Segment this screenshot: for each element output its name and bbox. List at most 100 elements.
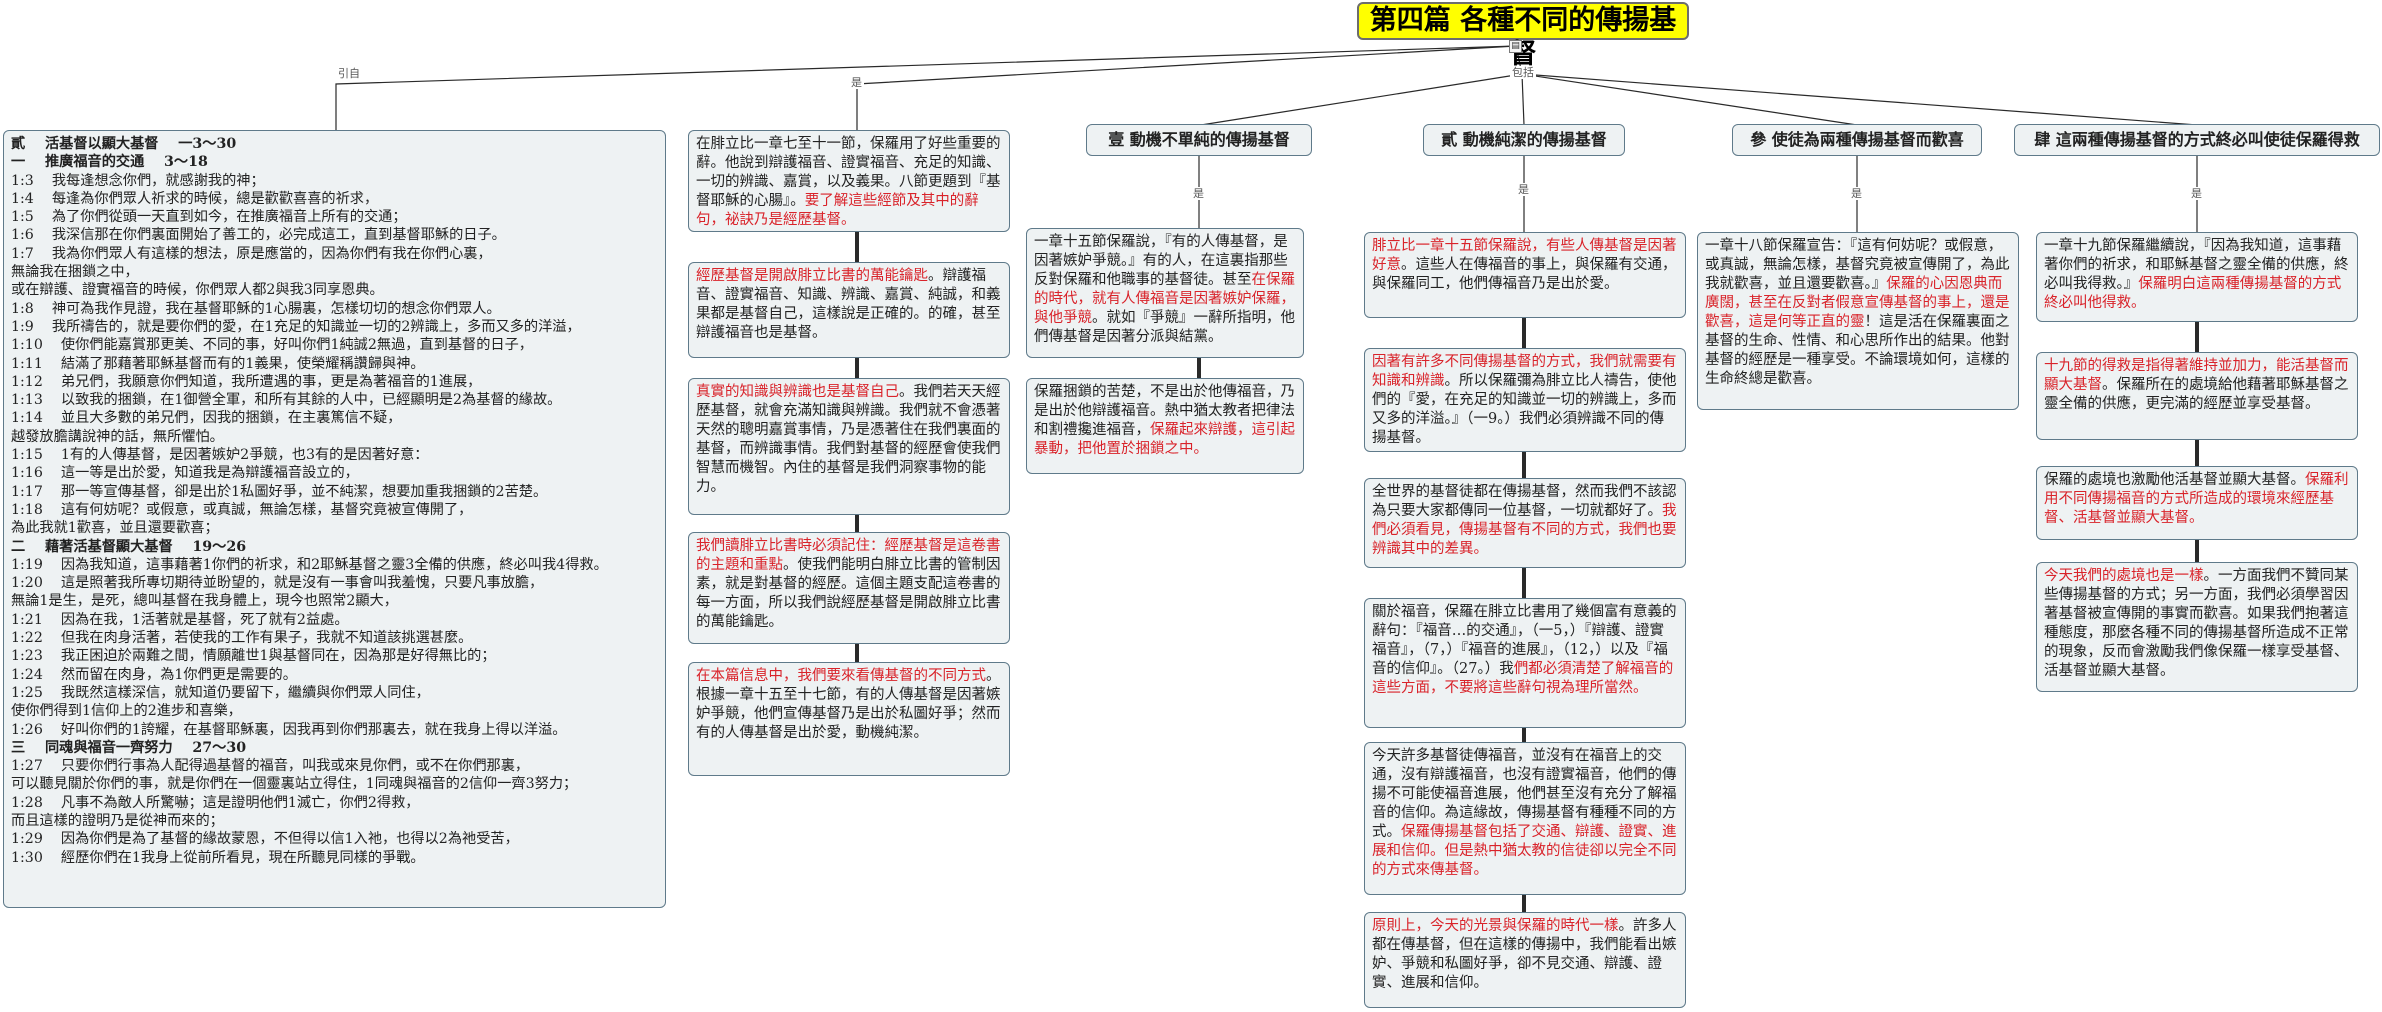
- note-text: 一章十五節保羅說，『有的人傳基督，是因著嫉妒爭競。』有的人，在這裏指那些反對保羅…: [1034, 234, 1288, 288]
- topic1-note[interactable]: 保羅捆鎖的苦楚，不是出於他傳福音，乃是出於他辯護福音。熱中猶太教者把律法和割禮攙…: [1026, 378, 1304, 474]
- scripture-line: 1:16 這一等是出於愛，知道我是為辯護福音設立的，: [11, 465, 359, 482]
- link-root-intro: [856, 45, 1517, 130]
- highlight-text: 在本篇信息中，我們要來看傳基督的不同方式: [696, 668, 986, 684]
- note-text: 保羅捆鎖的苦楚，不是出於他傳福音，乃是出於他辯護福音。熱中猶太教者把律法和割禮攙…: [1034, 384, 1295, 438]
- scripture-line: 1:18 這有何妨呢？或假意，或真誠，無論怎樣，基督究竟被宣傳開了，: [11, 501, 473, 518]
- label-shi-t2: 是: [1516, 183, 1531, 196]
- scripture-line: 貳 活基督以顯大基督 一3～30: [11, 136, 237, 152]
- scripture-line: 一 推廣福音的交通 3～18: [11, 154, 208, 171]
- highlight-text: 經歷基督是開啟腓立比書的萬能鑰匙: [696, 268, 928, 284]
- label-shi-intro: 是: [849, 76, 864, 89]
- highlight-text: 保羅的心因恩典而廣闊，甚至在反對者假意宣傳基督的事上，還是歡喜，這是何等正直的靈: [1705, 276, 2010, 330]
- notes-icon[interactable]: ▤: [1509, 40, 1522, 53]
- topic-3[interactable]: 參 使徒為兩種傳揚基督而歡喜: [1732, 124, 1982, 156]
- note-text: 。我們若天天經歷基督，就會充滿知識與辨識。我們就不會憑著天然的聰明嘉賞事情，乃是…: [696, 384, 1001, 495]
- topic-1[interactable]: 壹 動機不單純的傳揚基督: [1086, 124, 1312, 156]
- scripture-line: 1:11 結滿了那藉著耶穌基督而有的1義果，使榮耀稱讚歸與神。: [11, 355, 425, 372]
- scripture-line: 而且這樣的證明乃是從神而來的；: [11, 812, 224, 829]
- topic2-note[interactable]: 全世界的基督徒都在傳揚基督，然而我們不該認為只要大家都傳同一位基督，一切就都好了…: [1364, 478, 1686, 568]
- note-text: 。就如『爭競』一辭所指明，他們傳基督是因著分派與結黨。: [1034, 310, 1295, 345]
- intro-note[interactable]: 在本篇信息中，我們要來看傳基督的不同方式。根據一章十五至十七節，有的人傳基督是因…: [688, 662, 1010, 776]
- scripture-line: 無論我在捆鎖之中，: [11, 264, 139, 281]
- topic4-note[interactable]: 十九節的得救是指得著維持並加力，能活基督而顯大基督。保羅所在的處境給他藉著耶穌基…: [2036, 352, 2358, 440]
- topic1-note[interactable]: 一章十五節保羅說，『有的人傳基督，是因著嫉妒爭競。』有的人，在這裏指那些反對保羅…: [1026, 228, 1304, 358]
- label-shi-t4: 是: [2189, 187, 2204, 200]
- topic4-note[interactable]: 保羅的處境也激勵他活基督並顯大基督。保羅利用不同傳揚福音的方式所造成的環境來經歷…: [2036, 466, 2358, 540]
- scripture-line: 無論1是生，是死，總叫基督在我身體上，現今也照常2顯大，: [11, 593, 398, 610]
- scripture-line: 1:13 以致我的捆鎖，在1御營全軍，和所有其餘的人中，已經顯明是2為基督的緣故…: [11, 392, 562, 409]
- scripture-line: 1:21 因為在我，1活著就是基督，死了就有2益處。: [11, 611, 349, 628]
- link-root-scripture: [335, 45, 1517, 130]
- note-text: 。辯護福音、證實福音、知識、辨識、嘉賞、純誠，和義果都是基督自己，這樣說是正確的…: [696, 268, 1001, 341]
- scripture-line: 1:8 神可為我作見證，我在基督耶穌的1心腸裏，怎樣切切的想念你們眾人。: [11, 300, 501, 317]
- highlight-text: 真實的知識與辨識也是基督自己: [696, 384, 899, 400]
- scripture-line: 1:28 凡事不為敵人所驚嚇；這是證明他們1滅亡，你們2得救，: [11, 794, 420, 811]
- label-shi-t1: 是: [1191, 187, 1206, 200]
- label-shi-t3: 是: [1849, 187, 1864, 200]
- highlight-text: 保羅起來辯護，這引起暴動，把他置於捆鎖之中。: [1034, 422, 1295, 457]
- topic2-note[interactable]: 今天許多基督徒傳福音，並沒有在福音上的交通，沒有辯護福音，也沒有證實福音，他們的…: [1364, 742, 1686, 895]
- topic-4[interactable]: 肆 這兩種傳揚基督的方式終必叫使徒保羅得救: [2014, 124, 2380, 156]
- highlight-text: 在保羅的時代，就有人傳福音是因著嫉妒保羅，與他爭競: [1034, 272, 1295, 326]
- scripture-line: 1:3 我每逢想念你們，就感謝我的神；: [11, 172, 265, 189]
- intro-note[interactable]: 經歷基督是開啟腓立比書的萬能鑰匙。辯護福音、證實福音、知識、辨識、嘉賞、純誠，和…: [688, 262, 1010, 358]
- topic2-note[interactable]: 因著有許多不同傳揚基督的方式，我們就需要有知識和辨識。所以保羅彌為腓立比人禱告，…: [1364, 348, 1686, 452]
- scripture-line: 為此我就1歡喜，並且還要歡喜；: [11, 520, 219, 537]
- highlight-text: 我們讀腓立比書時必須記住：經歷基督是這卷書的主題和重點: [696, 538, 1001, 573]
- scripture-line: 1:25 我既然這樣深信，就知道仍要留下，繼續與你們眾人同住，: [11, 684, 430, 701]
- intro-note[interactable]: 真實的知識與辨識也是基督自己。我們若天天經歷基督，就會充滿知識與辨識。我們就不會…: [688, 378, 1010, 515]
- note-text: ！這是活在保羅裏面之基督的生命、性情、和心思所作出的結果。他對基督的經歷是一種享…: [1705, 314, 2010, 387]
- topic3-note[interactable]: 一章十八節保羅宣告：『這有何妨呢？或假意，或真誠，無論怎樣，基督究竟被宣傳開了，…: [1697, 232, 2019, 410]
- scripture-line: 1:6 我深信那在你們裏面開始了善工的，必完成這工，直到基督耶穌的日子。: [11, 227, 506, 244]
- scripture-line: 1:10 使你們能嘉賞那更美、不同的事，好叫你們1純誠2無過，直到基督的日子，: [11, 337, 533, 354]
- topic4-note[interactable]: 今天我們的處境也是一樣。一方面我們不贊同某些傳揚基督的方式；另一方面，我們必須學…: [2036, 562, 2358, 692]
- scripture-line: 1:12 弟兄們，我願意你們知道，我所遭遇的事，更是為著福音的1進展，: [11, 373, 482, 390]
- highlight-text: 們都必須清楚了解福音的這些方面，不要將這些辭句視為理所當然。: [1372, 661, 1674, 696]
- note-text: 在腓立比一章七至十一節，保羅用了好些重要的辭。他說到辯護福音、證實福音、充足的知…: [696, 136, 1001, 209]
- note-text: 。這些人在傳福音的事上，與保羅有交通，與保羅同工，他們傳福音乃是出於愛。: [1372, 257, 1677, 292]
- scripture-line: 1:15 1有的人傳基督，是因著嫉妒2爭競，也3有的是因著好意：: [11, 447, 429, 464]
- topic2-note[interactable]: 腓立比一章十五節保羅說，有些人傳基督是因著好意。這些人在傳福音的事上，與保羅有交…: [1364, 232, 1686, 318]
- scripture-line: 1:20 這是照著我所專切期待並盼望的，就是沒有一事會叫我羞愧，只要凡事放膽，: [11, 575, 544, 592]
- scripture-line: 1:19 因為我知道，這事藉著1你們的祈求，和2耶穌基督之靈3全備的供應，終必叫…: [11, 556, 608, 573]
- scripture-line: 1:29 因為你們是為了基督的緣故蒙恩，不但得以信1入祂，也得以2為祂受苦，: [11, 831, 519, 848]
- note-text: 關於福音，保羅在腓立比書用了幾個富有意義的辭句：『福音…的交通』，（一5，）『辯…: [1372, 604, 1677, 677]
- scripture-line: 1:7 我為你們眾人有這樣的想法，原是應當的，因為你們有我在你們心裏，: [11, 245, 492, 262]
- note-text: 。一方面我們不贊同某些傳揚基督的方式；另一方面，我們必須學習因著基督被宣傳開的事…: [2044, 568, 2349, 679]
- note-text: 。使我們能明白腓立比書的管制因素，就是對基督的經歷。這個主題支配這卷書的每一方面…: [696, 557, 1001, 630]
- highlight-text: 因著有許多不同傳揚基督的方式，我們就需要有知識和辨識: [1372, 354, 1677, 389]
- scripture-line: 或在辯護、證實福音的時候，你們眾人都2與我3同享恩典。: [11, 282, 384, 299]
- scripture-line: 越發放膽講說神的話，無所懼怕。: [11, 428, 224, 445]
- root-topic[interactable]: 第四篇 各種不同的傳揚基督: [1357, 2, 1689, 70]
- highlight-text: 十九節的得救是指得著維持並加力，能活基督而顯大基督: [2044, 358, 2349, 393]
- topic-2[interactable]: 貳 動機純潔的傳揚基督: [1423, 124, 1625, 156]
- label-yinde: 引自: [336, 67, 362, 80]
- scripture-line: 1:26 好叫你們的1誇耀，在基督耶穌裏，因我再到你們那裏去，就在我身上得以洋溢…: [11, 721, 567, 738]
- note-text: 。保羅所在的處境給他藉著耶穌基督之靈全備的供應，更完滿的經歷並享受基督。: [2044, 377, 2349, 412]
- intro-note[interactable]: 我們讀腓立比書時必須記住：經歷基督是這卷書的主題和重點。使我們能明白腓立比書的管…: [688, 532, 1010, 644]
- topic2-note[interactable]: 原則上，今天的光景與保羅的時代一樣。許多人都在傳基督，但在這樣的傳揚中，我們能看…: [1364, 912, 1686, 1008]
- link-baokuo-t4: [1521, 73, 2198, 126]
- scripture-line: 1:17 那一等宣傳基督，卻是出於1私圖好爭，並不純潔，想要加重我捆鎖的2苦楚。: [11, 483, 548, 500]
- scripture-line: 1:30 經歷你們在1我身上從前所看見，現在所聽見同樣的爭戰。: [11, 849, 425, 866]
- highlight-text: 要了解這些經節及其中的辭句，祕訣乃是經歷基督。: [696, 193, 979, 228]
- highlight-text: 原則上，今天的光景與保羅的時代一樣: [1372, 918, 1619, 934]
- scripture-line: 1:22 但我在肉身活著，若使我的工作有果子，我就不知道該挑選甚麼。: [11, 630, 473, 647]
- note-text: 一章十八節保羅宣告：『這有何妨呢？或假意，或真誠，無論怎樣，基督究竟被宣傳開了，…: [1705, 238, 2010, 292]
- note-text: 。根據一章十五至十七節，有的人傳基督是因著嫉妒爭競，他們宣傳基督乃是出於私圖好爭…: [696, 668, 1001, 741]
- topic2-note[interactable]: 關於福音，保羅在腓立比書用了幾個富有意義的辭句：『福音…的交通』，（一5，）『辯…: [1364, 598, 1686, 728]
- scripture-line: 三 同魂與福音一齊努力 27～30: [11, 739, 247, 756]
- link-baokuo-t2: [1521, 73, 1525, 126]
- scripture-line: 可以聽見關於你們的事，就是你們在一個靈裏站立得住，1同魂與福音的2信仰一齊3努力…: [11, 776, 578, 793]
- topic4-note[interactable]: 一章十九節保羅繼續說，『因為我知道，這事藉著你們的祈求，和耶穌基督之靈全備的供應…: [2036, 232, 2358, 322]
- highlight-text: 今天我們的處境也是一樣: [2044, 568, 2204, 584]
- scripture-line: 1:5 為了你們從頭一天直到如今，在推廣福音上所有的交通；: [11, 209, 407, 226]
- scripture-line: 使你們得到1信仰上的2進步和喜樂，: [11, 703, 242, 720]
- intro-note[interactable]: 在腓立比一章七至十一節，保羅用了好些重要的辭。他說到辯護福音、證實福音、充足的知…: [688, 130, 1010, 232]
- scripture-line: 1:9 我所禱告的，就是要你們的愛，在1充足的知識並一切的2辨識上，多而又多的洋…: [11, 318, 581, 335]
- link-baokuo-t3: [1521, 73, 1858, 126]
- note-text: 。許多人都在傳基督，但在這樣的傳揚中，我們能看出嫉妒、爭競和私圖好爭，卻不見交通…: [1372, 918, 1677, 991]
